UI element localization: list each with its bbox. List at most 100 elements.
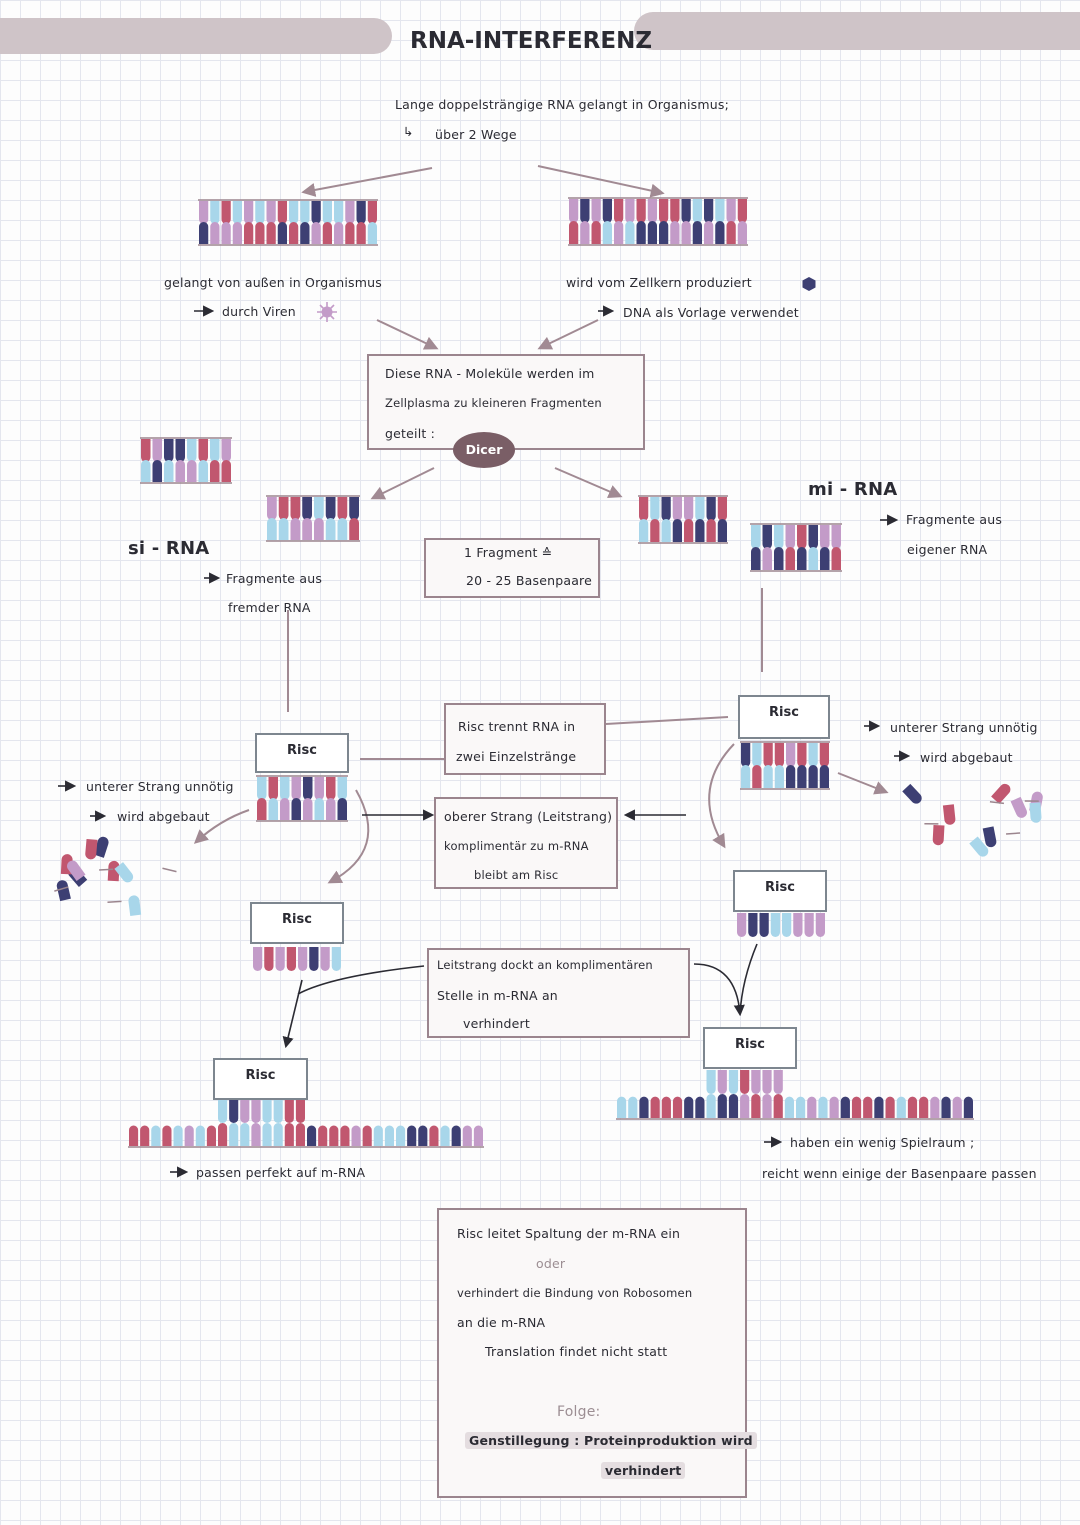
title-banner-right — [634, 12, 1080, 50]
degraded-piece — [991, 783, 1011, 804]
risc-split-line-2: zwei Einzelstränge — [456, 749, 577, 764]
base-top — [820, 525, 830, 549]
mrna-base — [617, 1096, 627, 1118]
degraded-base — [969, 836, 989, 857]
base-bottom — [255, 222, 265, 244]
base-bottom — [314, 798, 324, 820]
base-bottom — [684, 519, 694, 542]
base-top — [278, 497, 289, 520]
mrna-base — [863, 1096, 873, 1118]
base-bottom — [650, 519, 660, 542]
base-top — [672, 497, 682, 521]
mrna-base — [184, 1125, 194, 1146]
mrna-base — [930, 1096, 940, 1118]
mrna-base — [919, 1096, 929, 1118]
mrna-base — [373, 1125, 383, 1146]
base-top — [591, 199, 601, 223]
base-top — [659, 199, 669, 223]
result-line-3: an die m-RNA — [457, 1315, 546, 1330]
intro-line-1: Lange doppelsträngige RNA gelangt in Org… — [395, 97, 730, 112]
guide-base — [751, 1070, 761, 1094]
base-bottom — [737, 221, 747, 244]
return-arrow-icon: ↳ — [403, 124, 414, 139]
mrna-base — [628, 1096, 638, 1118]
mrna-base — [129, 1125, 139, 1146]
base-top — [636, 199, 646, 223]
base-top — [737, 199, 747, 223]
mrna-base — [963, 1096, 973, 1118]
base-top — [793, 913, 803, 937]
base-top — [232, 201, 242, 224]
base-top — [704, 199, 714, 223]
base-bottom — [141, 460, 151, 482]
base-top — [264, 947, 274, 971]
base-bottom — [819, 765, 829, 788]
base-top — [345, 201, 355, 224]
mrna-base — [151, 1125, 161, 1146]
degraded-piece — [93, 836, 109, 858]
risc-box-left-1: Risc — [255, 733, 349, 773]
degraded-piece — [114, 862, 134, 883]
dicer-box: Diese RNA - Moleküle werden im Zellplasm… — [367, 354, 645, 450]
base-bottom — [580, 221, 590, 244]
base-top — [759, 913, 769, 937]
rna-risc-left-2 — [253, 947, 341, 971]
base-top — [786, 743, 796, 767]
base-top — [314, 497, 324, 520]
base-top — [175, 439, 185, 462]
base-top — [311, 201, 321, 224]
mrna-base — [295, 1123, 305, 1146]
base-top — [804, 913, 814, 937]
base-top — [253, 947, 263, 971]
base-bottom — [614, 221, 624, 244]
base-top — [268, 777, 278, 800]
si-rna-label: si - RNA — [128, 538, 210, 559]
base-top — [808, 525, 818, 549]
base-top — [774, 525, 784, 549]
rna-fragment-mi-1 — [638, 495, 728, 544]
base-bottom — [280, 798, 290, 820]
base-top — [277, 201, 287, 224]
mi-rna-label: mi - RNA — [808, 479, 898, 500]
result-final-highlight-1: Genstillegung : Proteinproduktion wird — [465, 1432, 757, 1449]
base-top — [210, 201, 220, 224]
base-top — [210, 439, 220, 462]
degraded-base — [991, 783, 1011, 804]
base-bottom — [726, 221, 736, 244]
base-bottom — [763, 765, 773, 788]
risc-box-left-3: Risc — [213, 1058, 308, 1100]
base-top — [681, 199, 691, 223]
degraded-piece — [932, 824, 945, 846]
degraded-base — [93, 836, 109, 858]
base-top — [748, 913, 758, 937]
base-top — [244, 201, 254, 224]
mrna-base — [140, 1125, 150, 1146]
base-top — [290, 497, 301, 520]
degraded-piece — [969, 836, 989, 857]
mrna-base — [885, 1096, 895, 1118]
base-bottom — [289, 222, 299, 244]
base-top — [187, 439, 197, 462]
base-top — [569, 199, 579, 223]
degraded-base — [107, 860, 120, 882]
base-bottom — [569, 221, 579, 244]
base-bottom — [221, 222, 231, 244]
guide-base — [740, 1070, 750, 1094]
strand-right-line-1: unterer Strang unnötig — [890, 720, 1038, 735]
base-top — [322, 201, 332, 224]
base-top — [309, 947, 319, 971]
base-top — [349, 497, 359, 520]
degraded-fragments-left — [54, 836, 177, 916]
mrna-base — [318, 1125, 328, 1146]
mrna-base — [440, 1125, 450, 1146]
mrna-base — [273, 1123, 283, 1146]
fragment-box-line-1: 1 Fragment ≙ — [464, 545, 553, 560]
base-top — [797, 743, 807, 767]
degraded-base — [67, 860, 86, 882]
mrna-base — [829, 1096, 839, 1118]
base-bottom — [311, 222, 321, 244]
mrna-base — [195, 1125, 205, 1146]
base-bottom — [661, 519, 671, 542]
mrna-base — [717, 1094, 727, 1118]
mrna-base — [661, 1096, 671, 1118]
